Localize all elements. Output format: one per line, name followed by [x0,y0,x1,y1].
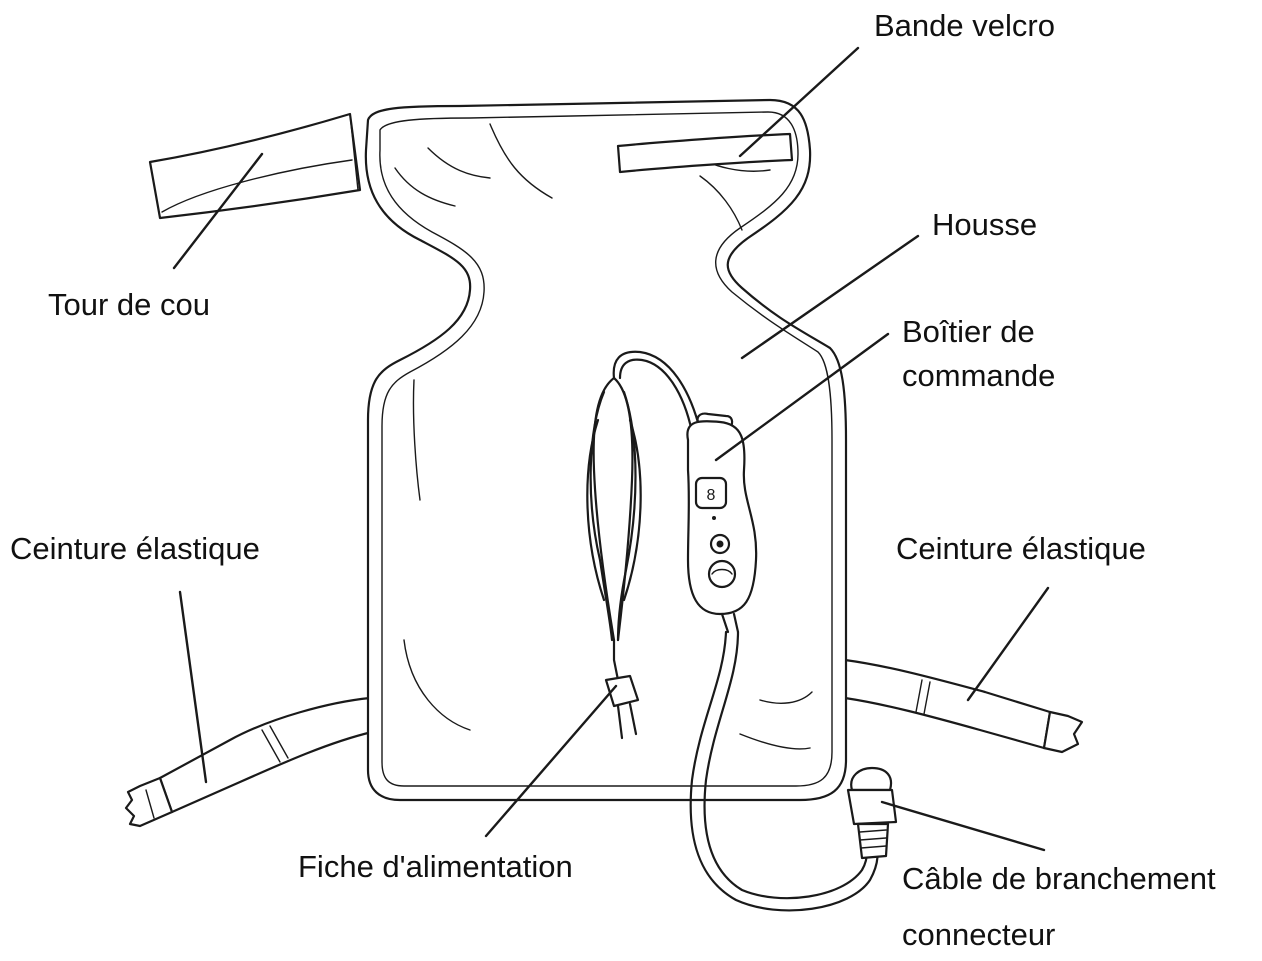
right-elastic-belt [843,658,1084,754]
leader-ceinture-right [966,586,1050,702]
display-digit: 8 [707,487,716,504]
label-bande-velcro: Bande velcro [874,8,1055,43]
cover-body [364,98,848,802]
leader-tour-de-cou [172,152,264,270]
label-cable-line1: Câble de branchement [902,861,1216,896]
leader-bande-velcro [738,46,860,158]
leader-cable [880,800,1046,852]
controller-box: 8 [686,412,879,912]
left-elastic-belt [124,696,374,828]
connector [846,766,898,860]
label-fiche: Fiche d'alimentation [298,849,573,884]
leader-housse [740,234,920,360]
label-boitier-line2: commande [902,358,1056,393]
label-housse: Housse [932,207,1038,242]
leader-lines [172,46,1050,852]
neck-strap [148,112,362,220]
label-ceinture-right: Ceinture élastique [896,531,1146,566]
leader-ceinture-left [178,590,208,784]
label-tour-de-cou: Tour de cou [48,287,210,322]
leader-boitier [714,332,890,462]
coiled-power-cord [586,350,702,740]
label-boitier-line1: Boîtier de [902,314,1035,349]
label-ceinture-left: Ceinture élastique [10,531,260,566]
label-cable-line2: connecteur [902,917,1056,952]
leader-fiche [484,684,618,838]
velcro-strip [616,132,794,174]
